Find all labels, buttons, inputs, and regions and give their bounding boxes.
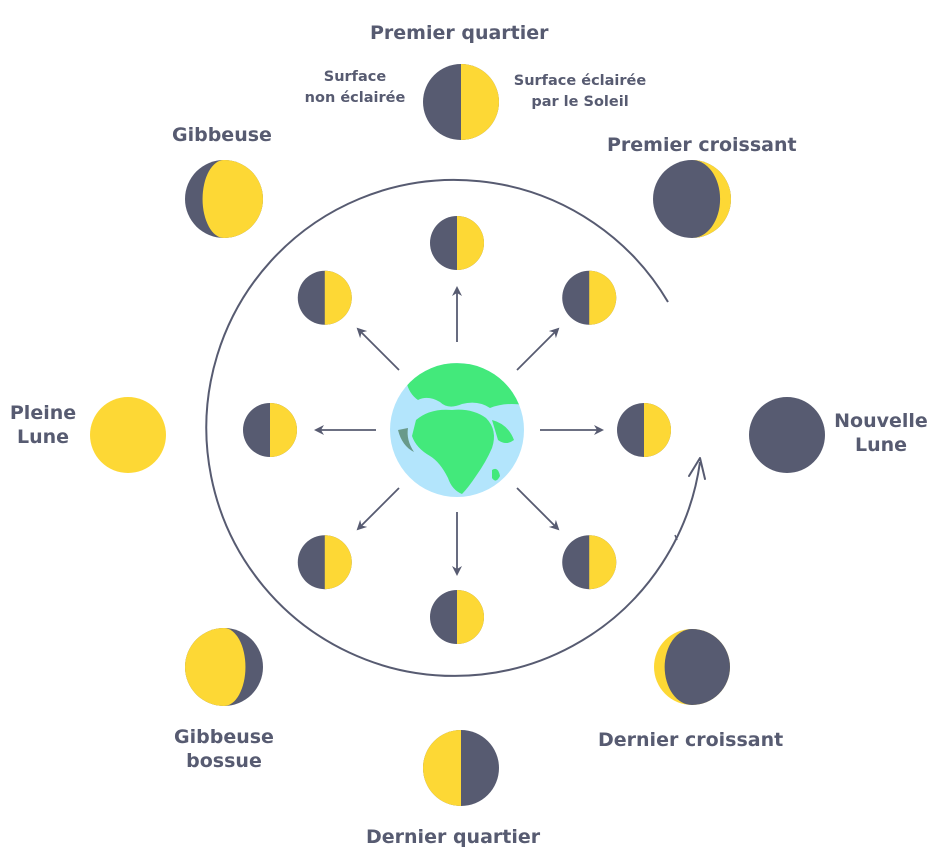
inner-moon-left: [243, 403, 297, 457]
moon-gibbeuse-bossue-shade: [185, 628, 246, 706]
orbit-path: [205, 178, 701, 677]
earth: [390, 363, 524, 497]
label-dernier-croissant: Dernier croissant: [598, 729, 784, 751]
label-pleine-lune-line1: Pleine: [9, 402, 77, 424]
inner-moon-up-left-shade: [324, 270, 352, 325]
inner-moon-left-shade: [270, 403, 297, 457]
earth-land-arabia: [492, 420, 514, 443]
label-surface-non-eclairee-line1: Surface: [323, 69, 387, 85]
label-surface-eclairee: Surface éclairée par le Soleil: [505, 71, 655, 113]
orbit-arrowhead: [688, 457, 706, 480]
moon-gibbeuse-shade: [202, 160, 263, 238]
inner-moon-down-right-shade: [589, 535, 617, 590]
label-gibbeuse-bossue-line2: bossue: [186, 749, 262, 772]
moon-dernier-croissant-shade: [664, 629, 730, 705]
arrow-up-left: [356, 327, 400, 371]
outer-moons: [90, 64, 825, 806]
arrow-down-right: [516, 487, 560, 531]
label-gibbeuse: Gibbeuse: [172, 124, 272, 146]
arrow-down-left: [356, 487, 400, 531]
inner-moon-right: [617, 403, 671, 457]
label-premier-croissant: Premier croissant: [607, 134, 797, 156]
label-gibbeuse-bossue: Gibbeuse bossue: [164, 726, 284, 774]
label-nouvelle-lune: Nouvelle Lune: [828, 410, 934, 458]
earth-shadow: [398, 428, 414, 452]
inner-moon-down-shade: [457, 590, 484, 644]
label-nouvelle-lune-line1: Nouvelle: [834, 410, 928, 432]
moon-pleine-lune: [90, 397, 166, 473]
moon-gibbeuse: [185, 160, 263, 238]
label-surface-non-eclairee-line2: non éclairée: [304, 90, 406, 107]
moon-nouvelle-lune-disc: [749, 397, 825, 473]
inner-moon-down-right: [562, 535, 617, 590]
label-pleine-lune: Pleine Lune: [6, 402, 80, 450]
inner-moon-up-shade: [457, 216, 484, 270]
moon-premier-quartier-shade: [461, 64, 499, 140]
label-surface-non-eclairee: Surface non éclairée: [295, 67, 415, 109]
orbit-tick: [674, 534, 678, 541]
inner-moon-up-right-shade: [589, 270, 617, 325]
label-pleine-lune-line2: Lune: [16, 425, 70, 448]
label-surface-eclairee-line1: Surface éclairée: [513, 73, 647, 89]
earth-land-madagascar: [492, 468, 500, 481]
inner-moon-up-right: [562, 270, 617, 325]
moon-dernier-quartier: [423, 730, 499, 806]
inner-moon-down-left-shade: [324, 535, 352, 590]
inner-moon-up-left: [297, 270, 352, 325]
label-nouvelle-lune-line2: Lune: [854, 433, 908, 456]
moon-dernier-quartier-shade: [423, 730, 461, 806]
moon-pleine-lune-disc: [90, 397, 166, 473]
label-surface-eclairee-line2: par le Soleil: [531, 94, 629, 111]
inner-moon-up: [430, 216, 484, 270]
label-premier-quartier: Premier quartier: [370, 22, 549, 44]
direction-arrows: [314, 286, 604, 576]
moon-dernier-croissant: [654, 629, 730, 705]
arrow-up-right: [516, 327, 560, 371]
earth-land-africa: [412, 409, 494, 494]
moon-premier-quartier: [423, 64, 499, 140]
moon-premier-croissant: [653, 160, 731, 238]
label-dernier-quartier: Dernier quartier: [366, 826, 541, 848]
moon-gibbeuse-bossue: [185, 628, 263, 706]
moon-premier-croissant-shade: [692, 160, 731, 238]
inner-moon-down: [430, 590, 484, 644]
inner-moon-right-shade: [644, 403, 671, 457]
moon-nouvelle-lune: [749, 397, 825, 473]
moon-premier-croissant-disc: [653, 160, 731, 238]
inner-moons: [243, 216, 671, 644]
label-gibbeuse-bossue-line1: Gibbeuse: [174, 726, 274, 748]
inner-moon-down-left: [297, 535, 352, 590]
